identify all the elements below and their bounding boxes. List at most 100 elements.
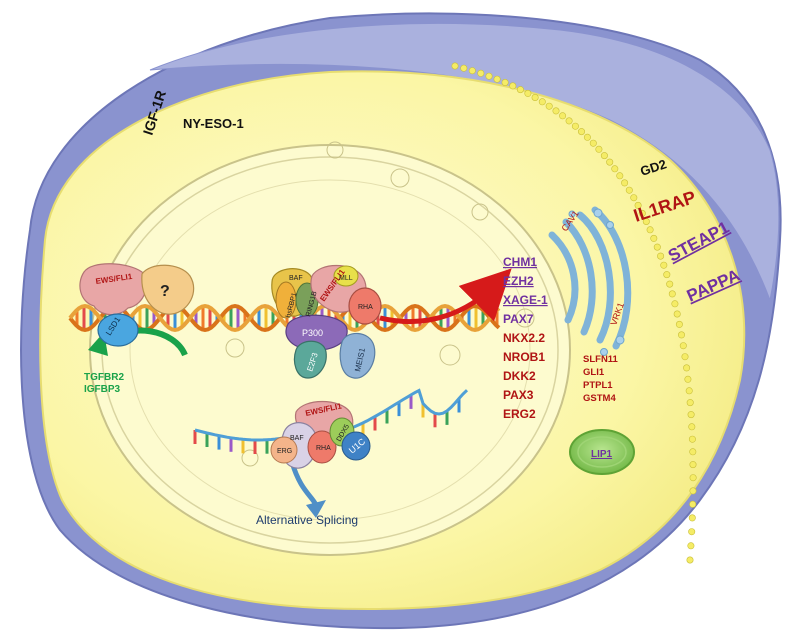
er-bead: [638, 209, 646, 217]
er-bead: [509, 82, 517, 90]
er-bead: [660, 261, 668, 269]
nuclear-pore: [241, 449, 259, 467]
nuclear-pore: [471, 203, 489, 221]
er-bead: [538, 98, 546, 106]
nuclear-pore: [439, 344, 461, 366]
erg-protein: [270, 436, 298, 464]
er-bead: [589, 139, 597, 147]
gene-chm1: CHM1: [503, 255, 537, 269]
nuclear-pore: [515, 308, 535, 328]
er-bead: [675, 320, 683, 328]
golgi-vesicles: [568, 208, 625, 356]
label-lip1: LIP1: [591, 449, 613, 460]
splicing-complex: [270, 401, 371, 469]
gene-gli1: GLI1: [583, 367, 605, 378]
label-unknown-protein: ?: [160, 283, 170, 300]
er-bead: [688, 435, 696, 443]
label-rha-splicing: RHA: [316, 445, 331, 452]
er-bead: [687, 411, 695, 419]
er-bead: [689, 500, 697, 508]
unknown-protein: [141, 264, 195, 315]
er-bead: [501, 79, 509, 87]
label-baf: BAF: [289, 275, 303, 282]
label-rha: RHA: [358, 304, 373, 311]
gene-ptpl1: PTPL1: [583, 380, 613, 391]
er-bead: [552, 107, 560, 115]
er-bead: [485, 72, 493, 80]
er-bead: [583, 133, 591, 141]
meis1-protein: [339, 332, 376, 379]
er-bead: [668, 290, 676, 298]
er-bead: [577, 128, 585, 136]
er-bead: [606, 158, 614, 166]
er-bead: [646, 226, 654, 234]
er-bead: [663, 271, 671, 279]
er-bead: [689, 461, 697, 469]
er-bead: [460, 64, 468, 72]
splicing-arrow: [289, 461, 319, 507]
mll-protein: [333, 265, 359, 287]
er-bead: [666, 280, 674, 288]
gene-gstm4: GSTM4: [583, 393, 616, 404]
label-alternative-splicing: Alternative Splicing: [256, 513, 358, 527]
er-bead: [686, 399, 694, 407]
er-bead: [524, 89, 532, 97]
er-bead: [681, 353, 689, 361]
er-bead: [531, 94, 539, 102]
er-bead: [653, 243, 661, 251]
label-igfbp3: IGFBP3: [84, 384, 121, 395]
er-bead: [621, 179, 629, 187]
lsd1-protein: [97, 313, 139, 347]
ews-fli1-protein-left: [79, 263, 148, 316]
gene-pax7: PAX7: [503, 312, 534, 326]
er-bead: [684, 375, 692, 383]
activation-arrow: [379, 268, 512, 324]
label-p300: P300: [302, 328, 323, 338]
e2f3-protein: [293, 340, 327, 379]
er-bead: [595, 145, 603, 153]
er-bead: [559, 112, 567, 120]
er-bead: [451, 62, 459, 70]
er-bead: [565, 117, 573, 125]
er-bead: [689, 487, 697, 495]
er-bead: [679, 342, 687, 350]
er-bead: [545, 102, 553, 110]
er-bead: [630, 194, 638, 202]
rha-protein: [348, 287, 382, 325]
er-bead: [687, 542, 695, 550]
nucleus-envelope-outer: [89, 144, 571, 556]
er-bead: [688, 528, 696, 536]
er-bead: [689, 474, 697, 482]
label-mll: MLL: [339, 275, 353, 282]
nuclear-pore: [326, 141, 344, 159]
er-bead: [493, 75, 501, 83]
splicing-arrowhead: [306, 500, 326, 518]
u1c-protein: [341, 431, 371, 461]
label-baf-splicing: BAF: [290, 435, 304, 442]
gene-nkx22: NKX2.2: [503, 331, 545, 345]
nuclear-pore: [390, 168, 410, 188]
rha-protein-splicing: [307, 430, 337, 464]
er-bead: [671, 300, 679, 308]
gene-erg2: ERG2: [503, 407, 536, 421]
nucleus-inner-ring: [129, 179, 531, 521]
er-bead: [616, 172, 624, 180]
lip1-organelle-inner: [577, 436, 627, 468]
er-bead: [685, 387, 693, 395]
gene-slfn11: SLFN11: [583, 354, 619, 365]
er-bead: [625, 186, 633, 194]
left-complex: [79, 263, 195, 347]
gene-dkk2: DKK2: [503, 369, 536, 383]
gene-nrob1: NROB1: [503, 350, 545, 364]
er-bead-line: [451, 62, 697, 564]
gene-ezh2: EZH2: [503, 274, 534, 288]
er-bead: [689, 448, 697, 456]
er-bead: [634, 201, 642, 209]
er-bead: [677, 331, 685, 339]
gene-xage1: XAGE-1: [503, 293, 548, 307]
er-bead: [657, 252, 665, 260]
label-nyeso1: NY-ESO-1: [183, 116, 244, 131]
golgi-apparatus: [548, 206, 632, 350]
er-bead: [468, 67, 476, 75]
